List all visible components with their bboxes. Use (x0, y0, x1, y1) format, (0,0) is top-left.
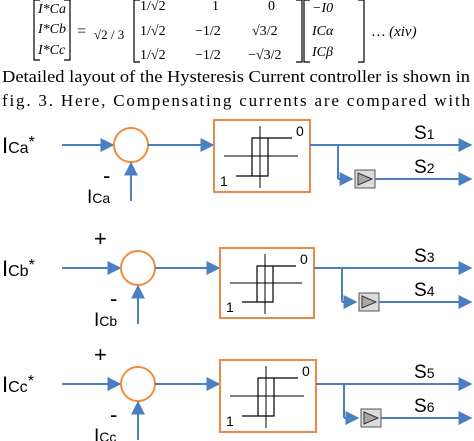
minus-sign: - (110, 402, 117, 427)
hysteresis-loop (242, 265, 296, 303)
summing-junction (120, 366, 156, 402)
paragraph-line: Detailed layout of the Hysteresis Curren… (2, 67, 471, 86)
matrix-bracket-left (133, 0, 140, 63)
matrix-cell: −1/2 (195, 24, 221, 39)
lhs-entry: I*Ca (37, 2, 66, 17)
output-signal-label: S1 (414, 123, 435, 144)
summing-junction (120, 250, 156, 286)
equals-sign: = (77, 23, 86, 40)
paragraph-line: fig. 3. Here, Compensating currents are … (2, 91, 471, 110)
hysteresis-high-label: 0 (296, 123, 304, 139)
hysteresis-loop (242, 377, 298, 417)
matrix-bracket-right (296, 0, 303, 63)
controller-blocks: ICa*ICa-01S1S2ICb*ICb+-01S3S4ICc*ICc+-01… (2, 119, 473, 441)
matrix-cell: −√3/2 (248, 48, 281, 63)
matrix-cell: 1/√2 (140, 24, 166, 39)
minus-sign: - (110, 286, 117, 311)
inverter-triangle (363, 411, 380, 425)
rhs-entry: −I0 (312, 1, 333, 16)
inverter-triangle (357, 172, 374, 186)
matrix-cell: 0 (268, 0, 275, 14)
hysteresis-low-label: 1 (220, 173, 228, 189)
matrix-cell: √3/2 (252, 24, 278, 39)
matrix-cell: 1/√2 (140, 48, 166, 63)
rhs-bracket-right (358, 0, 365, 63)
summing-junction (113, 127, 149, 163)
reference-current-label: ICc* (2, 372, 34, 397)
plus-sign: + (94, 226, 107, 251)
hysteresis-loop (236, 137, 292, 177)
output-signal-label: S2 (414, 157, 435, 178)
hysteresis-high-label: 0 (300, 251, 308, 267)
lhs-entry: I*Cc (37, 43, 66, 58)
reference-current-label: ICb* (2, 256, 35, 281)
measured-current-label: ICa (87, 187, 110, 208)
reference-current-label: ICa* (2, 133, 35, 158)
matrix-cell: 1/√2 (140, 0, 166, 14)
output-signal-label: S3 (414, 246, 435, 267)
rhs-entry: ICα (311, 24, 334, 39)
output-signal-label: S6 (414, 396, 435, 417)
hysteresis-high-label: 0 (302, 363, 310, 379)
output-signal-label: S5 (414, 362, 435, 383)
matrix-cell: 1 (212, 0, 219, 14)
hysteresis-low-label: 1 (226, 299, 234, 315)
equation-xiv: I*Ca I*Cb I*Cc = √2 / 3 1/√2 1 0 1/√2 −1… (33, 0, 417, 63)
measured-current-label: ICb (94, 310, 117, 331)
measured-current-label: ICc (94, 426, 116, 441)
lhs-entry: I*Cb (37, 22, 66, 37)
rhs-entry: ICβ (311, 45, 333, 60)
hysteresis-low-label: 1 (226, 413, 234, 429)
minus-sign: - (103, 163, 110, 188)
inverter-triangle (361, 295, 378, 309)
lhs-bracket-left (33, 0, 40, 61)
matrix-cell: −1/2 (195, 48, 221, 63)
coefficient: √2 / 3 (94, 27, 124, 42)
equation-label: … (xiv) (372, 24, 417, 40)
rhs-bracket-left (303, 0, 310, 63)
plus-sign: + (94, 342, 107, 367)
output-signal-label: S4 (414, 280, 435, 301)
lhs-bracket-right (64, 0, 71, 61)
